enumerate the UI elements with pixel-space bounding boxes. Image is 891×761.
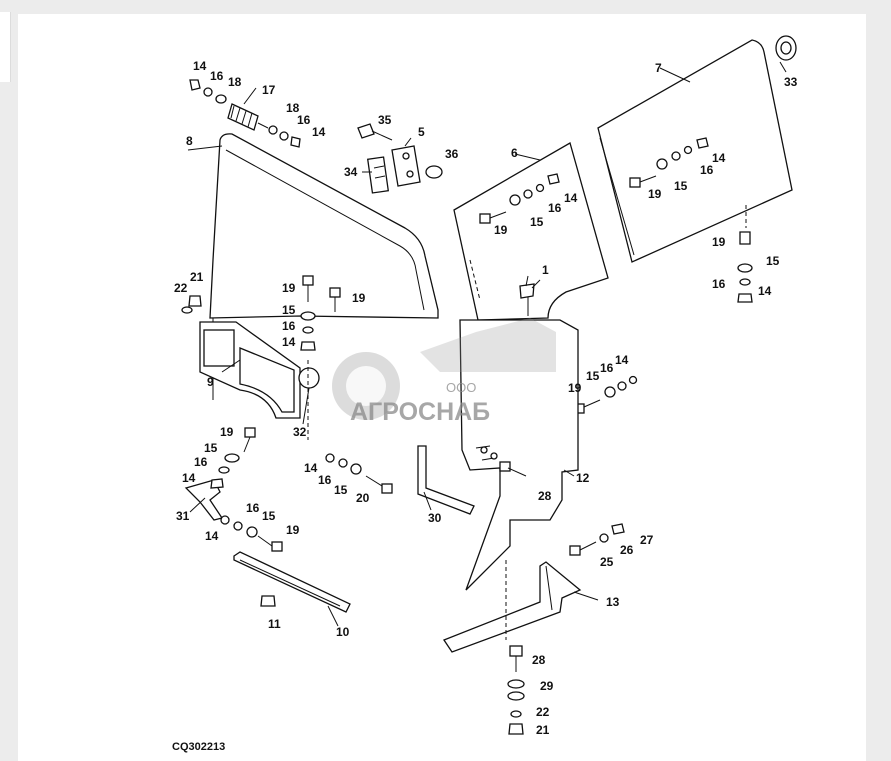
fasteners-center-bottom [325, 453, 393, 494]
callout-label: 8 [186, 134, 193, 148]
part-30-bracket [417, 445, 475, 515]
callout-label: 17 [262, 83, 276, 97]
callout-label: 31 [176, 509, 190, 523]
callout-label: 15 [530, 215, 544, 229]
callout-label: 21 [190, 270, 204, 284]
callout-label: 7 [655, 61, 662, 75]
leader-lines [187, 61, 787, 627]
callout-label: 22 [174, 281, 188, 295]
callout-label: 19 [712, 235, 726, 249]
callout-label: 33 [784, 75, 798, 89]
callout-label: 9 [207, 375, 214, 389]
callout-label: 34 [344, 165, 358, 179]
watermark-company: АГРОСНАБ [350, 398, 490, 426]
callout-label: 16 [194, 455, 208, 469]
callout-label: 26 [620, 543, 634, 557]
callout-label: 35 [378, 113, 392, 127]
part-10-bar [233, 551, 351, 613]
fasteners-right-bottom [569, 523, 625, 556]
callout-label: 15 [204, 441, 218, 455]
callout-label: 14 [615, 353, 629, 367]
callout-label: 27 [640, 533, 654, 547]
callout-label: 12 [576, 471, 590, 485]
callout-label: 16 [600, 361, 614, 375]
callout-label: 16 [210, 69, 224, 83]
callout-label: 16 [297, 113, 311, 127]
callout-label: 36 [445, 147, 459, 161]
part-13-bracket [443, 560, 582, 653]
part-12-support-frame [459, 319, 579, 591]
callout-label: 28 [532, 653, 546, 667]
callout-label: 19 [220, 425, 234, 439]
callout-label: 16 [246, 501, 260, 515]
callout-label: 18 [286, 101, 300, 115]
callout-label: 28 [538, 489, 552, 503]
callout-label: 1 [542, 263, 549, 277]
callout-label: 6 [511, 146, 518, 160]
callout-label: 16 [282, 319, 296, 333]
part-5-bracket [357, 123, 443, 194]
callout-label: 19 [568, 381, 582, 395]
watermark-prefix: ООО [446, 380, 476, 395]
callout-label: 29 [540, 679, 554, 693]
callout-label: 15 [586, 369, 600, 383]
fasteners-panel-6 [479, 173, 560, 224]
callout-label: 15 [262, 509, 276, 523]
callout-label: 15 [674, 179, 688, 193]
callout-label: 30 [428, 511, 442, 525]
part-9-lower-plate [199, 321, 301, 419]
callout-label: 14 [564, 191, 578, 205]
fasteners-bottom-stack [507, 645, 525, 735]
callout-label: 19 [282, 281, 296, 295]
callout-label: 14 [282, 335, 296, 349]
callout-label: 14 [312, 125, 326, 139]
callout-label: 22 [536, 705, 550, 719]
callout-label: 19 [648, 187, 662, 201]
callout-label: 14 [712, 151, 726, 165]
callout-label: 10 [336, 625, 350, 639]
callout-label: 16 [318, 473, 332, 487]
part-17-spring-hinge [189, 79, 301, 148]
callout-label: 15 [282, 303, 296, 317]
callout-label: 11 [268, 617, 281, 631]
figure-code: CQ302213 [172, 741, 225, 753]
callout-label: 14 [182, 471, 196, 485]
part-6-side-panel [453, 142, 609, 321]
callout-label: 16 [548, 201, 562, 215]
callouts: 14 16 18 17 18 16 14 35 5 36 34 8 6 7 33… [174, 59, 798, 737]
callout-label: 15 [766, 254, 780, 268]
callout-label: 13 [606, 595, 620, 609]
callout-label: 16 [712, 277, 726, 291]
callout-label: 20 [356, 491, 370, 505]
callout-label: 5 [418, 125, 425, 139]
callout-label: 15 [334, 483, 348, 497]
side-panel-edge [0, 12, 11, 82]
callout-label: 18 [228, 75, 242, 89]
part-8-cover-panel [209, 133, 439, 400]
callout-label: 14 [205, 529, 219, 543]
fasteners-left-stack [181, 275, 341, 440]
callout-label: 14 [193, 59, 207, 73]
callout-label: 25 [600, 555, 614, 569]
fasteners-panel-7 [629, 137, 753, 303]
callout-label: 21 [536, 723, 550, 737]
fasteners-right-middle [573, 375, 638, 414]
callout-label: 19 [352, 291, 366, 305]
callout-label: 14 [758, 284, 772, 298]
callout-label: 19 [286, 523, 300, 537]
callout-label: 32 [293, 425, 307, 439]
part-7-top-panel [597, 35, 797, 263]
callout-label: 14 [304, 461, 318, 475]
part-31-bracket [184, 427, 283, 552]
callout-label: 19 [494, 223, 508, 237]
callout-label: 16 [700, 163, 714, 177]
watermark-logo: ООО АГРОСНАБ [332, 318, 556, 426]
